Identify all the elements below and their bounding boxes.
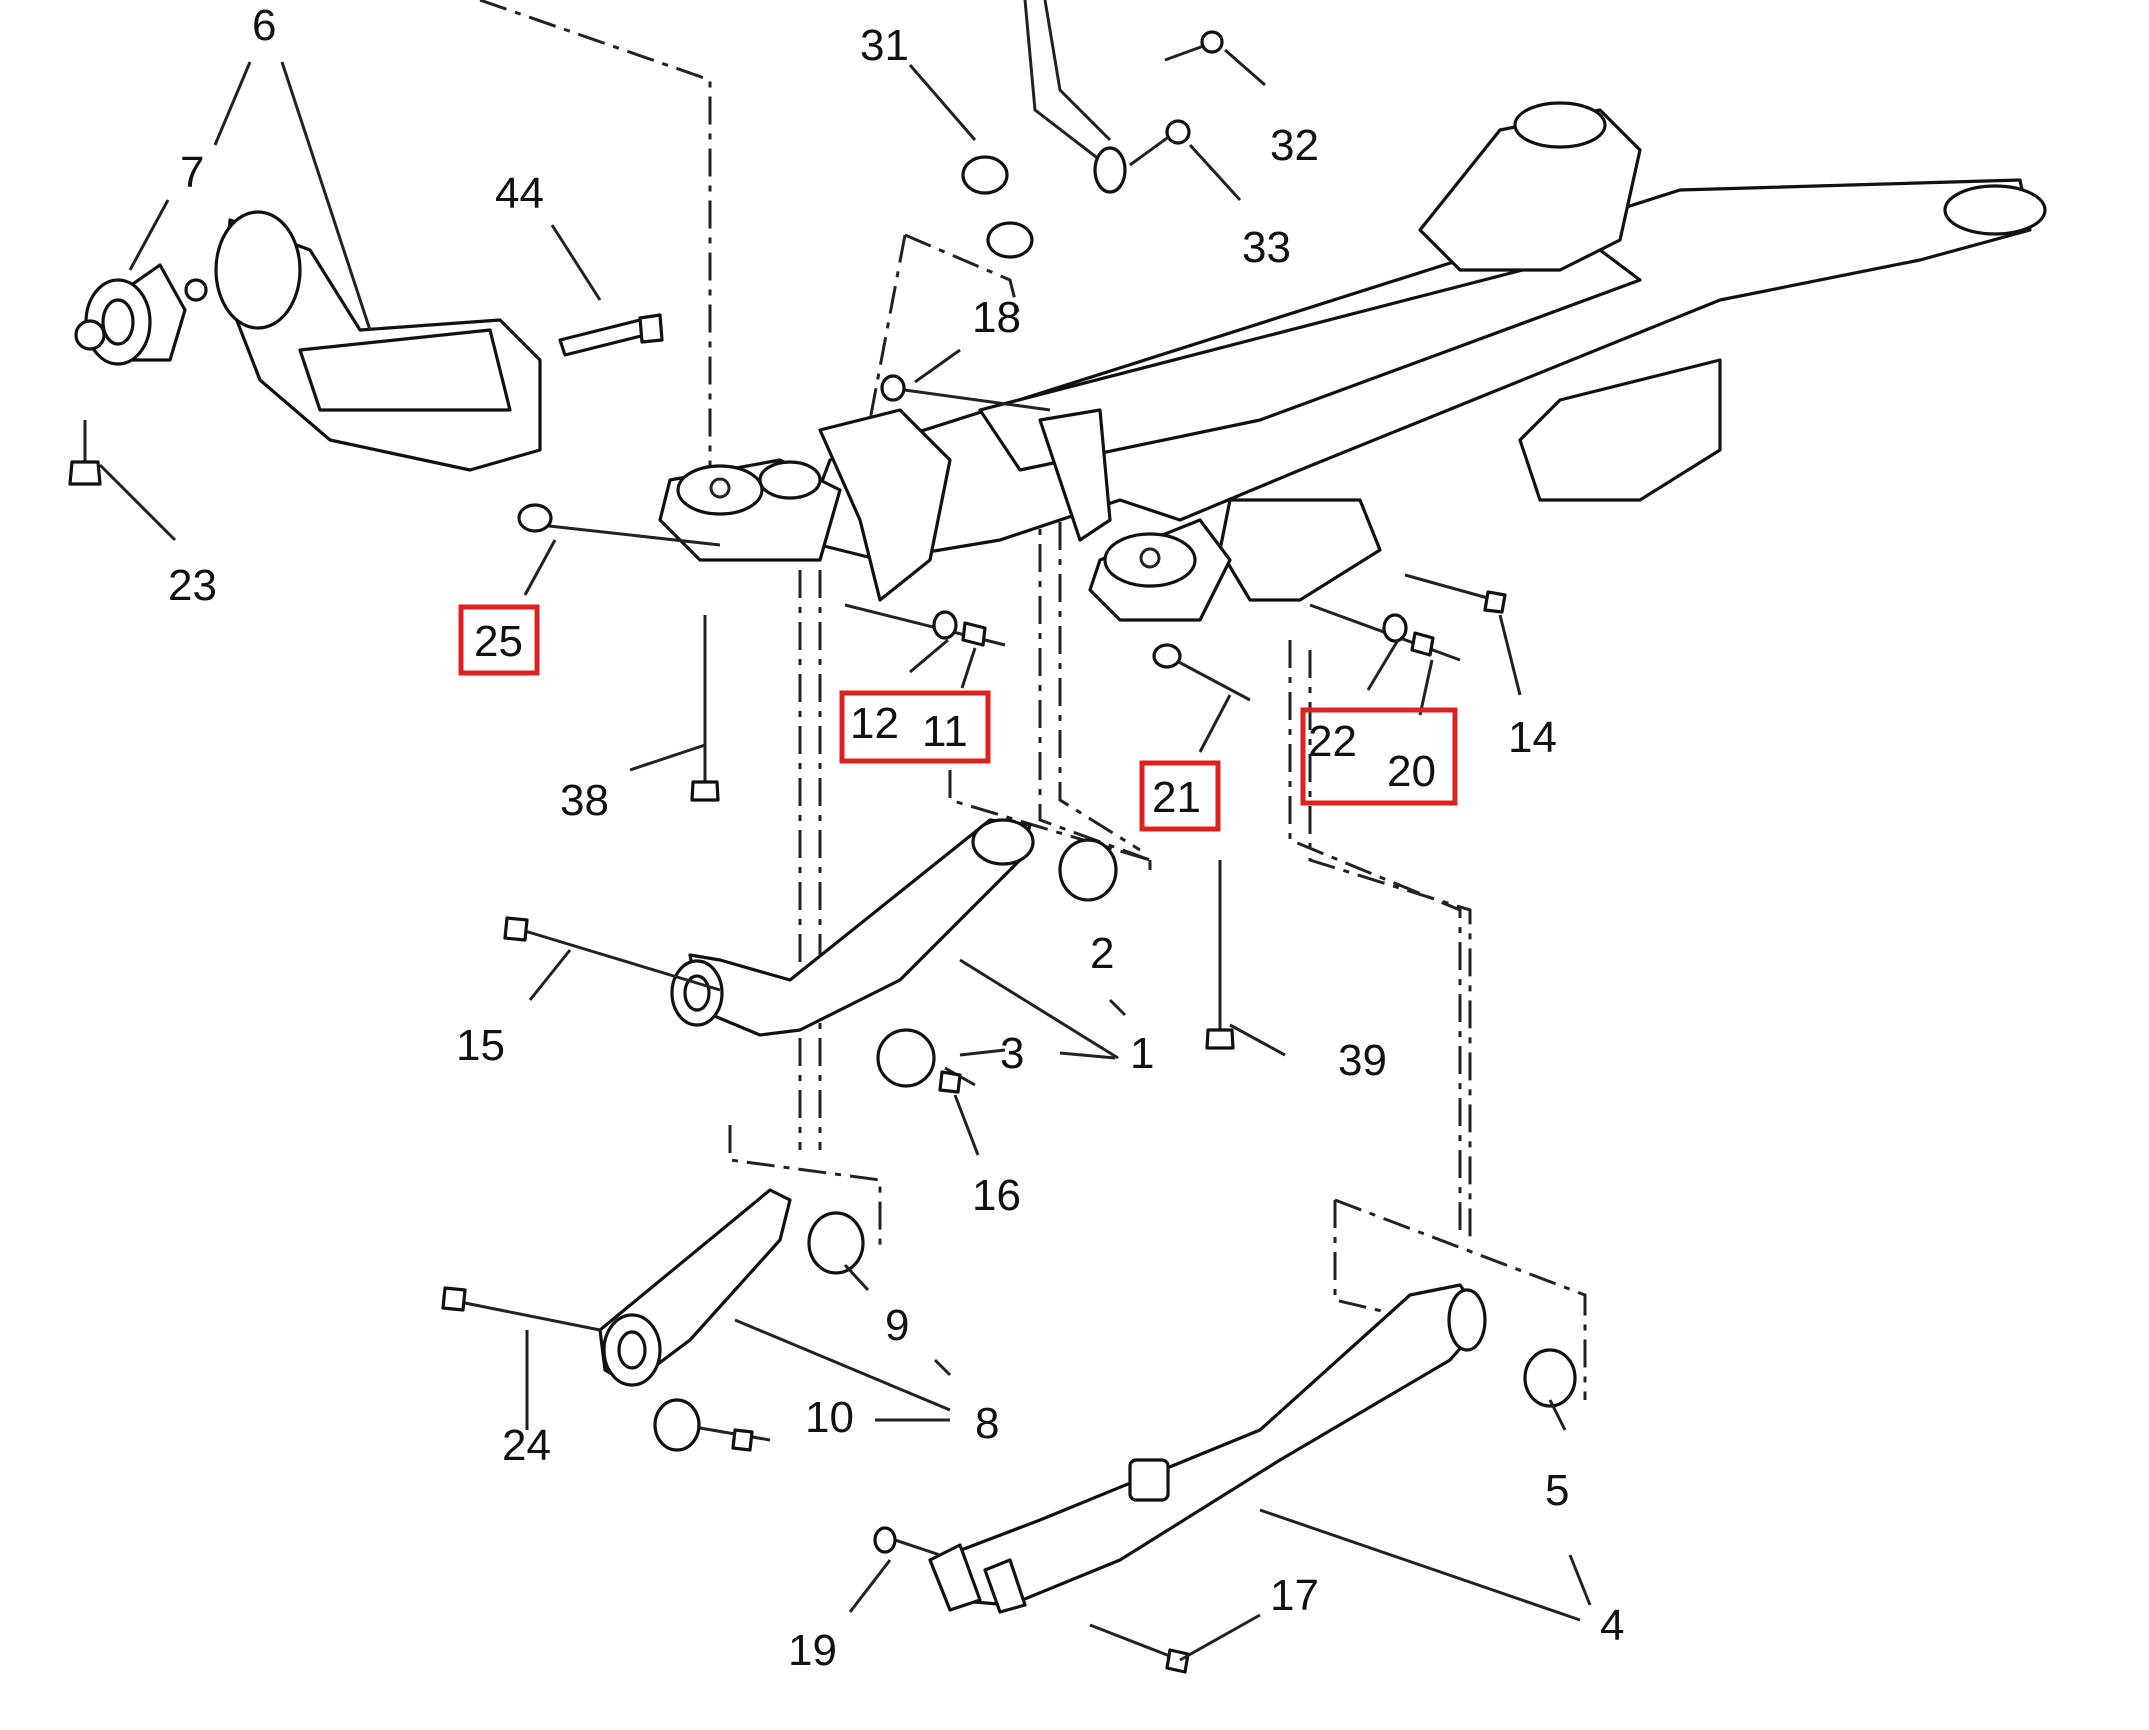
callout-18: 18: [972, 293, 1021, 342]
lower-lateral-link: [598, 1188, 865, 1452]
highlight-box-12-11: [839, 690, 991, 764]
rear-subframe: [658, 101, 2047, 622]
callout-21: 21: [1152, 773, 1201, 822]
callout-8: 8: [975, 1399, 999, 1448]
callout-7: 7: [180, 148, 204, 197]
callout-3: 3: [1000, 1029, 1024, 1078]
callout-2: 2: [1090, 929, 1114, 978]
callout-38: 38: [560, 776, 609, 825]
callout-10: 10: [805, 1393, 854, 1442]
callout-11: 11: [922, 707, 968, 756]
callout-16: 16: [972, 1171, 1021, 1220]
callout-14: 14: [1508, 713, 1557, 762]
leader-lines: [98, 48, 1592, 1662]
highlight-box-25: [458, 604, 540, 676]
callout-20: 20: [1387, 747, 1436, 796]
callout-44: 44: [495, 169, 544, 218]
callout-39: 39: [1338, 1036, 1387, 1085]
callout-24: 24: [502, 1421, 551, 1470]
lower-control-arm: [928, 1283, 1577, 1614]
callout-6: 6: [252, 1, 276, 50]
upper-lateral-link: [670, 818, 1118, 1088]
callout-4: 4: [1600, 1601, 1624, 1650]
callout-9: 9: [885, 1301, 909, 1350]
callout-12: 12: [850, 699, 899, 748]
callout-23: 23: [168, 561, 217, 610]
fasteners: [441, 374, 1507, 1674]
callout-22: 22: [1308, 717, 1357, 766]
assembly-guide-lines: [479, 0, 1587, 1400]
callout-19: 19: [788, 1626, 837, 1675]
callout-5: 5: [1545, 1466, 1569, 1515]
callout-labels: 6 7 44 23 25 31 32 33 18 12 11 38 21 22 …: [168, 1, 1624, 1675]
stabilizer-link: [961, 0, 1224, 259]
callout-1: 1: [1130, 1029, 1154, 1078]
callout-25: 25: [474, 617, 523, 666]
trailing-arm: [68, 210, 664, 486]
highlight-boxes: [458, 604, 1458, 832]
highlight-box-21: [1139, 760, 1221, 832]
callout-31: 31: [860, 21, 909, 70]
callout-15: 15: [456, 1021, 505, 1070]
highlight-box-22-20: [1300, 707, 1458, 806]
callout-32: 32: [1270, 121, 1319, 170]
callout-17: 17: [1270, 1571, 1319, 1620]
callout-33: 33: [1242, 223, 1291, 272]
